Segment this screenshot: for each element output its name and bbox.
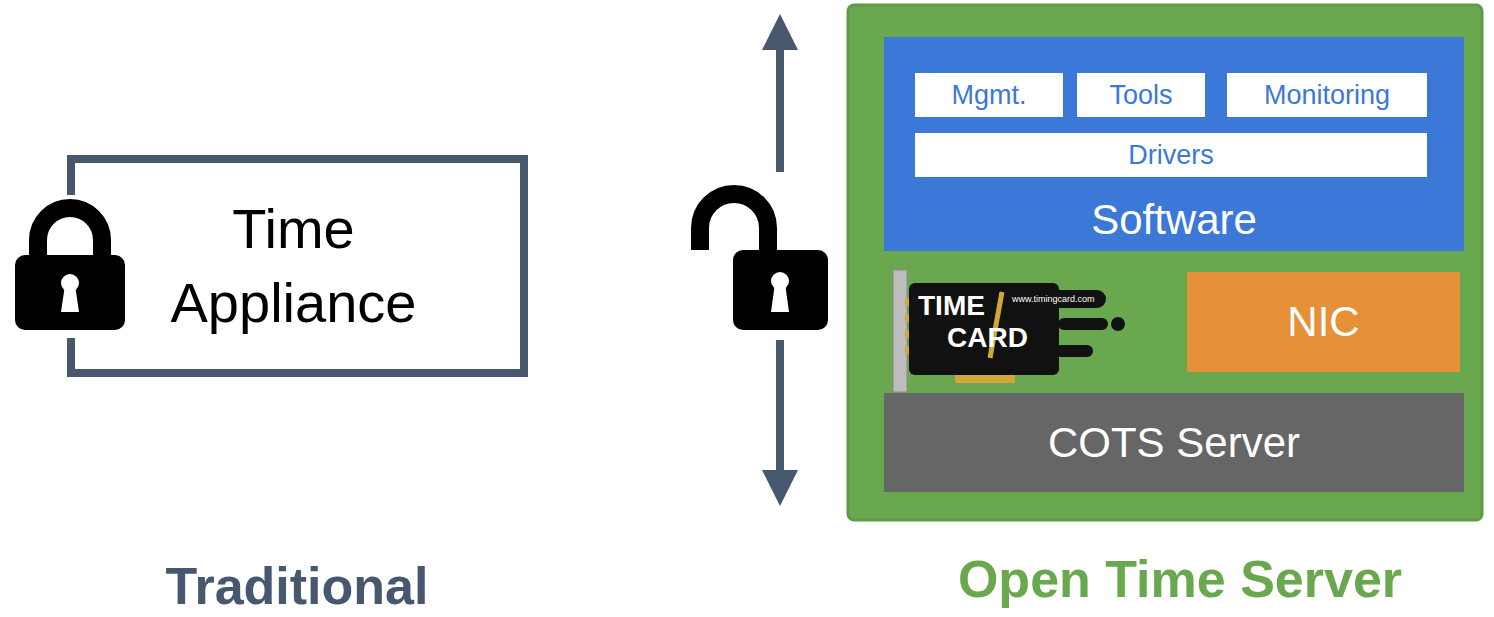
appliance-box: Time ApplianceTraditional: [67, 155, 528, 377]
node-label: NIC: [1287, 297, 1359, 347]
server-panel: Mgmt. Tools MonitoringDriversSoftwareNIC CO…: [848, 5, 1482, 520]
software-module: Drivers: [915, 133, 1427, 177]
lock-shackle: [38, 208, 102, 262]
lock-shackle: [700, 194, 768, 258]
lock-body: [733, 250, 828, 330]
keyhole: [771, 283, 789, 312]
node-heading: Traditional: [37, 555, 557, 617]
node-label: Drivers: [1128, 138, 1214, 172]
node-label: Software: [884, 195, 1464, 245]
software-module: Monitoring: [1227, 73, 1427, 117]
node-label: Monitoring: [1264, 78, 1390, 112]
time-card-illustration: [893, 270, 1125, 392]
card-edge-pins: [955, 375, 1015, 383]
server-box: COTS Server: [884, 393, 1464, 492]
card-bracket: [893, 270, 907, 392]
software-module: Mgmt.: [915, 73, 1063, 117]
node-label: Open Time Server: [880, 548, 1480, 610]
node-label: Mgmt.: [951, 78, 1026, 112]
lock-body: [15, 255, 125, 330]
logo-text: TIME: [918, 290, 985, 322]
arrow-shaft: [776, 340, 784, 475]
arrow-head: [762, 14, 798, 50]
node-label: COTS Server: [1048, 418, 1300, 468]
open-lock-icon: [700, 194, 828, 330]
logo-text: CARD: [947, 322, 1028, 354]
card-speed-dot: [1111, 317, 1125, 331]
panel-ground: [848, 5, 1482, 520]
software-module: Tools: [1077, 73, 1205, 117]
node-label: Time Appliance: [137, 192, 450, 340]
node-label: Tools: [1109, 78, 1172, 112]
arrow-head: [762, 470, 798, 506]
closed-lock-icon: [15, 208, 125, 330]
arrow-shaft: [776, 45, 784, 172]
card-speed-line: [1055, 345, 1093, 357]
keyhole: [61, 285, 79, 312]
logo-url: www.timingcard.com: [1012, 294, 1095, 304]
software-layer: Mgmt. Tools MonitoringDriversSoftware: [884, 37, 1464, 251]
card-speed-line: [1058, 318, 1108, 330]
nic-box: NIC: [1187, 272, 1460, 372]
